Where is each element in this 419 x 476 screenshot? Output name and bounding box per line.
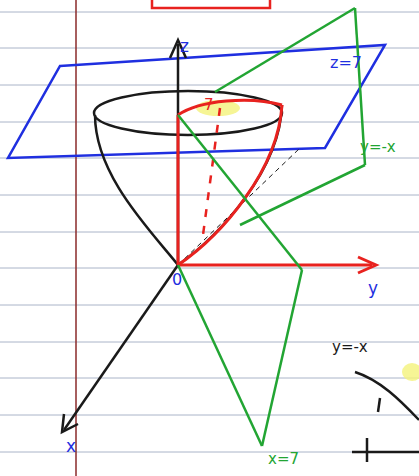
axis-label: y bbox=[368, 280, 378, 297]
plane-label: y=-x bbox=[360, 140, 396, 155]
origin-label: 0 bbox=[172, 272, 182, 288]
axis-label: x bbox=[66, 438, 76, 455]
line-label: y=-x bbox=[332, 340, 368, 355]
height-label: 7 bbox=[204, 98, 214, 113]
plane-label: z=7 bbox=[330, 55, 362, 71]
plane-label: x=7 bbox=[268, 452, 299, 467]
axis-label: z bbox=[180, 38, 189, 55]
